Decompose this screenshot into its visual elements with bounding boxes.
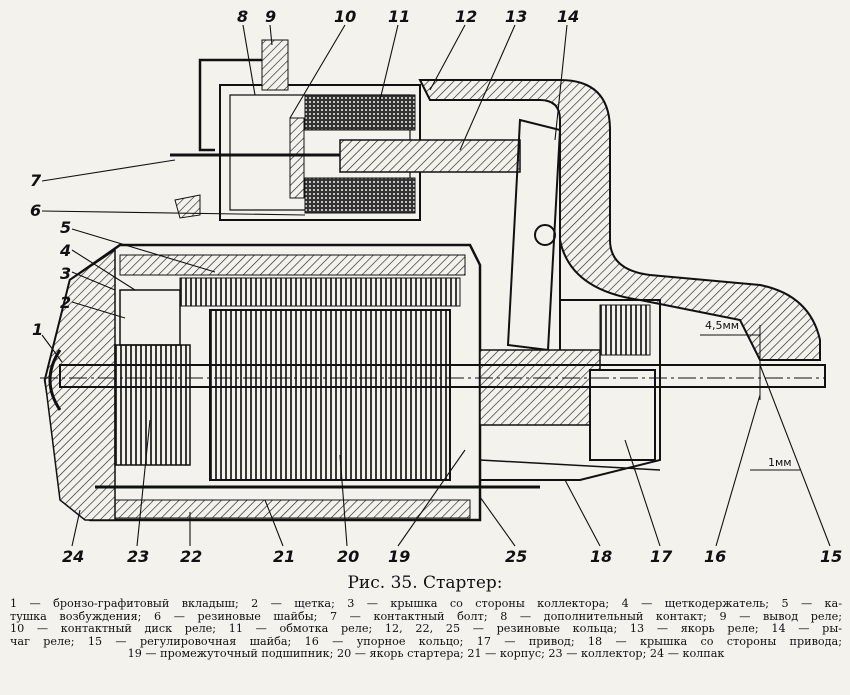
callout-17: 17 — [650, 547, 673, 566]
dimension-lines — [700, 325, 800, 471]
callout-14: 14 — [557, 7, 580, 26]
dimension-4-5mm: 4,5мм — [705, 319, 740, 332]
starter-body — [43, 243, 482, 522]
field-coil-top — [179, 277, 461, 307]
callout-4: 4 — [60, 241, 72, 260]
starter-drawing: 1 2 3 4 5 6 7 8 9 10 11 12 13 14 15 16 1… — [30, 7, 843, 566]
callout-22: 22 — [180, 547, 203, 566]
callout-20: 20 — [337, 547, 360, 566]
legend-line: чаг реле; 15 — регулировочная шайба; 16 … — [10, 634, 842, 648]
legend-line: 1 — бронзо-графитовый вкладыш; 2 — щетка… — [10, 597, 842, 610]
pinion — [599, 304, 651, 356]
brush-holder — [119, 289, 181, 346]
callout-13: 13 — [505, 7, 528, 26]
dimension-1mm: 1мм — [768, 456, 792, 469]
callout-3: 3 — [60, 264, 72, 283]
callout-18: 18 — [590, 547, 613, 566]
callout-23: 23 — [127, 547, 150, 566]
relay-contact-disk — [289, 117, 305, 199]
starter-armature — [209, 309, 451, 481]
callout-9: 9 — [265, 7, 277, 26]
callout-1: 1 — [32, 320, 44, 339]
callout-25: 25 — [505, 547, 528, 566]
callout-19: 19 — [388, 547, 411, 566]
relay-wire — [198, 58, 262, 152]
drive-clutch — [589, 369, 656, 461]
legend-line: 19 — промежуточный подшипник; 20 — якорь… — [127, 647, 725, 661]
legend-line: тушка возбуждения; 6 — резиновые шайбы; … — [10, 609, 842, 623]
figure-legend: 1 — бронзо-графитовый вкладыш; 2 — щетка… — [10, 597, 842, 661]
callout-8: 8 — [237, 7, 249, 26]
figure-caption: Рис. 35. Стартер: — [347, 573, 503, 593]
shaft-body — [59, 364, 826, 388]
commutator — [114, 344, 191, 466]
callout-12: 12 — [455, 7, 478, 26]
relay-terminal — [261, 39, 289, 91]
callout-15: 15 — [820, 547, 843, 566]
callout-2: 2 — [60, 293, 72, 312]
relay-winding-top — [304, 94, 416, 131]
callout-7: 7 — [30, 171, 42, 190]
callout-11: 11 — [388, 7, 411, 26]
starter-cross-section — [40, 24, 831, 547]
callout-10: 10 — [334, 7, 357, 26]
callout-21: 21 — [273, 547, 296, 566]
legend-line: 10 — контактный диск реле; 11 — обмотка … — [10, 622, 842, 636]
callout-6: 6 — [30, 201, 42, 220]
leader-lines — [41, 24, 831, 547]
callout-5: 5 — [60, 218, 72, 237]
rubber-washer-shape — [174, 194, 201, 219]
callout-24: 24 — [62, 547, 85, 566]
relay-armature — [339, 139, 521, 173]
callout-16: 16 — [704, 547, 727, 566]
relay-winding-bottom — [304, 177, 416, 214]
lever-pivot — [534, 224, 556, 246]
